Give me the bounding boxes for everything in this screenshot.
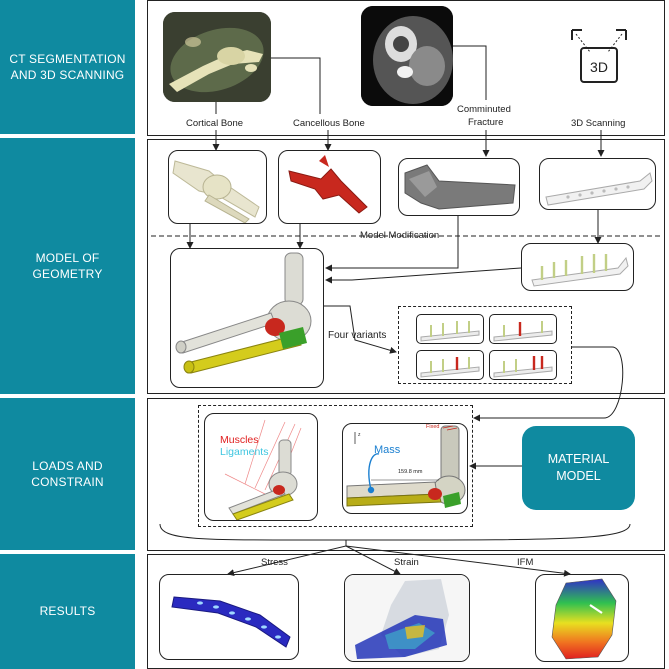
label-cortical-bone: Cortical Bone bbox=[186, 118, 244, 129]
label-comminuted-fracture-1: Comminuted bbox=[457, 104, 511, 115]
ct-scan-image bbox=[361, 6, 453, 106]
muscles-ligaments-model bbox=[204, 413, 318, 521]
variant-2 bbox=[489, 314, 557, 344]
section-label: GEOMETRY bbox=[32, 267, 103, 281]
cortical-bone-model bbox=[168, 150, 267, 224]
section-results: RESULTS bbox=[0, 554, 135, 669]
section-label: MODEL OF bbox=[35, 250, 100, 265]
section-loads-and-constrain: LOADS AND CONSTRAIN bbox=[0, 398, 135, 550]
label-ifm: IFM bbox=[517, 557, 534, 568]
material-model-line2: MODEL bbox=[556, 469, 601, 483]
ct-scan-drawing bbox=[361, 6, 453, 106]
ct-slice-image bbox=[163, 12, 271, 102]
label-distance: 159.8 mm bbox=[398, 469, 423, 475]
scanned-plate-model bbox=[539, 158, 656, 210]
label-muscles: Muscles bbox=[220, 434, 259, 446]
material-model-line1: MATERIAL bbox=[547, 452, 610, 467]
label-four-variants: Four variants bbox=[328, 330, 387, 341]
comminuted-fracture-model bbox=[398, 158, 520, 216]
label-model-modification: Model Modification bbox=[358, 230, 442, 241]
label-fixed: Fixed bbox=[426, 424, 440, 430]
modified-plate-model bbox=[521, 243, 634, 291]
mass-load-model: z bbox=[342, 423, 468, 514]
cancellous-bone-model bbox=[278, 150, 381, 224]
section-model-of-geometry: MODEL OF GEOMETRY bbox=[0, 138, 135, 394]
variant-3 bbox=[416, 350, 484, 380]
label-cancellous-bone: Cancellous Bone bbox=[293, 118, 365, 129]
assembled-elbow-model bbox=[170, 248, 324, 388]
stress-result-model bbox=[159, 574, 299, 660]
label-ligaments: Ligaments bbox=[220, 446, 269, 458]
label-stress: Stress bbox=[261, 557, 288, 568]
label-strain: Strain bbox=[394, 557, 419, 568]
section-label: CONSTRAIN bbox=[31, 475, 104, 489]
variant-1 bbox=[416, 314, 484, 344]
section-label: AND 3D SCANNING bbox=[10, 68, 125, 82]
label-mass: Mass bbox=[374, 444, 401, 456]
3d-icon-text: 3D bbox=[590, 59, 608, 75]
variant-4 bbox=[489, 350, 557, 380]
3d-scanning-icon: 3D bbox=[568, 28, 630, 86]
section-label: CT SEGMENTATION bbox=[9, 51, 126, 66]
section-label: RESULTS bbox=[39, 604, 96, 619]
strain-result-model bbox=[344, 574, 470, 662]
ifm-result-model bbox=[535, 574, 629, 662]
label-3d-scanning: 3D Scanning bbox=[571, 118, 626, 129]
section-ct-segmentation: CT SEGMENTATION AND 3D SCANNING bbox=[0, 0, 135, 134]
section-label: LOADS AND bbox=[32, 458, 103, 473]
ct-slice-drawing bbox=[163, 12, 271, 102]
material-model-box: MATERIAL MODEL bbox=[522, 426, 635, 510]
label-comminuted-fracture-2: Fracture bbox=[468, 117, 504, 128]
svg-text:z: z bbox=[358, 432, 361, 438]
